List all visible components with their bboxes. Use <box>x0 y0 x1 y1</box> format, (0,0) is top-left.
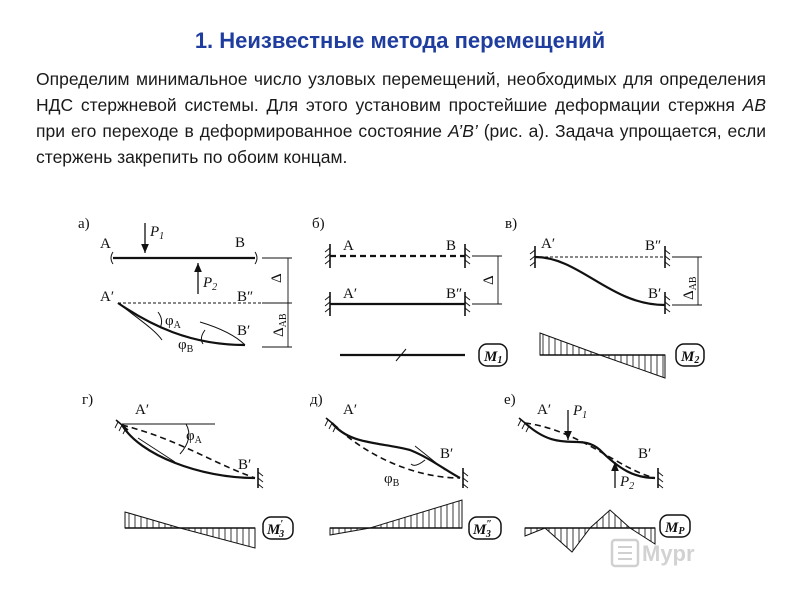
panel-b-label: б) <box>312 216 325 232</box>
tangent-a <box>117 302 163 341</box>
force-p1-label: P1 <box>149 224 164 242</box>
node-b-label: В <box>235 235 245 251</box>
moment-m1-badge <box>478 343 508 367</box>
moment-m3p-left <box>124 511 181 529</box>
node-b-dprime-label: В″ <box>237 289 253 305</box>
deformed-dashed-e <box>524 422 656 479</box>
page-title: 1. Неизвестные метода перемещений <box>194 28 606 53</box>
node-a-label: А <box>100 236 111 252</box>
node-b-label-b: В <box>446 238 456 254</box>
moment-mp-badge <box>659 514 691 538</box>
node-b-prime-label-g: В′ <box>238 457 251 473</box>
panel-d-label: д) <box>310 392 323 408</box>
node-a-prime-label-e: А′ <box>537 402 551 418</box>
deformed-beam <box>117 302 246 347</box>
intro-paragraph: Определим минимальное число узловых пере… <box>36 66 766 170</box>
moment-m3pp-badge <box>468 516 502 540</box>
moment-m3p-label: M′3 <box>266 519 284 540</box>
delta-ab-label: ΔАВ <box>271 313 289 337</box>
node-a-prime-label-g: А′ <box>135 402 149 418</box>
node-a-prime-label-d: А′ <box>343 402 357 418</box>
delta-label: Δ <box>269 273 285 283</box>
deformed-beam-d <box>331 422 461 479</box>
panel-g: г) φА А′ В′ M′3 <box>82 392 294 549</box>
angle-arc-d <box>410 459 426 466</box>
node-b-dprime-label-b: В″ <box>446 286 462 302</box>
panel-d: д) φВ А′ В′ M″3 <box>310 392 502 540</box>
phi-b-label-d: φВ <box>384 471 400 489</box>
delta-ab-label-v: ΔАВ <box>681 276 699 300</box>
node-a-label-b: А <box>343 238 354 254</box>
deformed-dashed-d <box>331 422 461 479</box>
panel-b: б) А В А′ В″ Δ M1 <box>312 216 508 367</box>
tangent-b <box>199 321 246 346</box>
deformed-beam-e <box>524 422 656 480</box>
panel-v: в) А′ В″ В′ ΔАВ M2 <box>505 216 705 379</box>
phi-a-label: φА <box>165 313 182 331</box>
break-mark-left <box>110 251 114 265</box>
angle-arc-b <box>200 329 206 345</box>
node-a-prime-label-b: А′ <box>343 286 357 302</box>
node-b-prime-label-e: В′ <box>638 446 651 462</box>
intro-text-3: (рис. а). Задача упрощается, если стерже… <box>36 121 767 167</box>
deformed-beam-g <box>121 424 256 480</box>
moment-m3p-right <box>179 527 256 549</box>
zero-moment-mark <box>395 348 407 362</box>
node-a-prime-label-v: А′ <box>541 236 555 252</box>
node-b-prime-label-v: В′ <box>648 286 661 302</box>
intro-ab: АВ <box>742 95 766 115</box>
moment-m3pp-left <box>329 527 371 536</box>
intro-ab-prime: А’В’ <box>448 121 478 141</box>
phi-b-label: φВ <box>178 337 194 355</box>
panel-v-label: в) <box>505 216 517 232</box>
moment-m2-positive <box>539 332 601 356</box>
force-p2-label: P2 <box>202 275 217 293</box>
angle-arc-g <box>179 423 190 455</box>
watermark-text: Mypr <box>642 541 695 566</box>
moment-mp-2 <box>543 527 591 553</box>
panel-g-label: г) <box>82 392 93 408</box>
node-a-prime-label: А′ <box>100 289 114 305</box>
moment-mp-3 <box>588 509 632 529</box>
intro-text-2: при его переходе в деформированное состо… <box>36 121 448 141</box>
moment-mp-label: MP <box>664 520 685 537</box>
moment-m1-label: M1 <box>483 349 502 366</box>
break-mark-right <box>254 251 258 265</box>
delta-label-b: Δ <box>481 275 497 285</box>
tangent-g <box>137 437 176 463</box>
moment-m3pp-right <box>369 499 463 529</box>
panel-a: а) А В P1 P2 А′ В″ φА φВ В′ Δ ΔАВ <box>78 216 292 355</box>
moment-m3pp-label: M″3 <box>472 519 492 540</box>
angle-arc-a <box>157 311 163 329</box>
phi-a-label-g: φА <box>186 428 203 446</box>
node-b-dprime-label-v: В″ <box>645 238 661 254</box>
moment-m2-badge <box>675 343 705 367</box>
panel-a-label: а) <box>78 216 90 232</box>
node-b-prime-label-d: В′ <box>440 446 453 462</box>
panel-e-label: е) <box>504 392 516 408</box>
watermark: Mypr <box>610 538 695 568</box>
moment-m2-label: M2 <box>680 349 699 366</box>
tangent-d <box>414 445 446 471</box>
moment-m3p-badge <box>262 516 294 540</box>
force-p1-label-e: P1 <box>572 403 587 421</box>
moment-mp-1 <box>524 527 546 537</box>
intro-text-1: Определим минимальное число узловых пере… <box>36 69 766 115</box>
deformed-beam-v <box>534 255 666 307</box>
watermark-logo-icon <box>610 538 640 568</box>
node-b-prime-label: В′ <box>237 323 250 339</box>
force-p2-label-e: P2 <box>619 474 634 492</box>
moment-m2-negative <box>599 354 666 379</box>
panel-e: е) P1 P2 А′ В′ MP <box>504 392 691 553</box>
